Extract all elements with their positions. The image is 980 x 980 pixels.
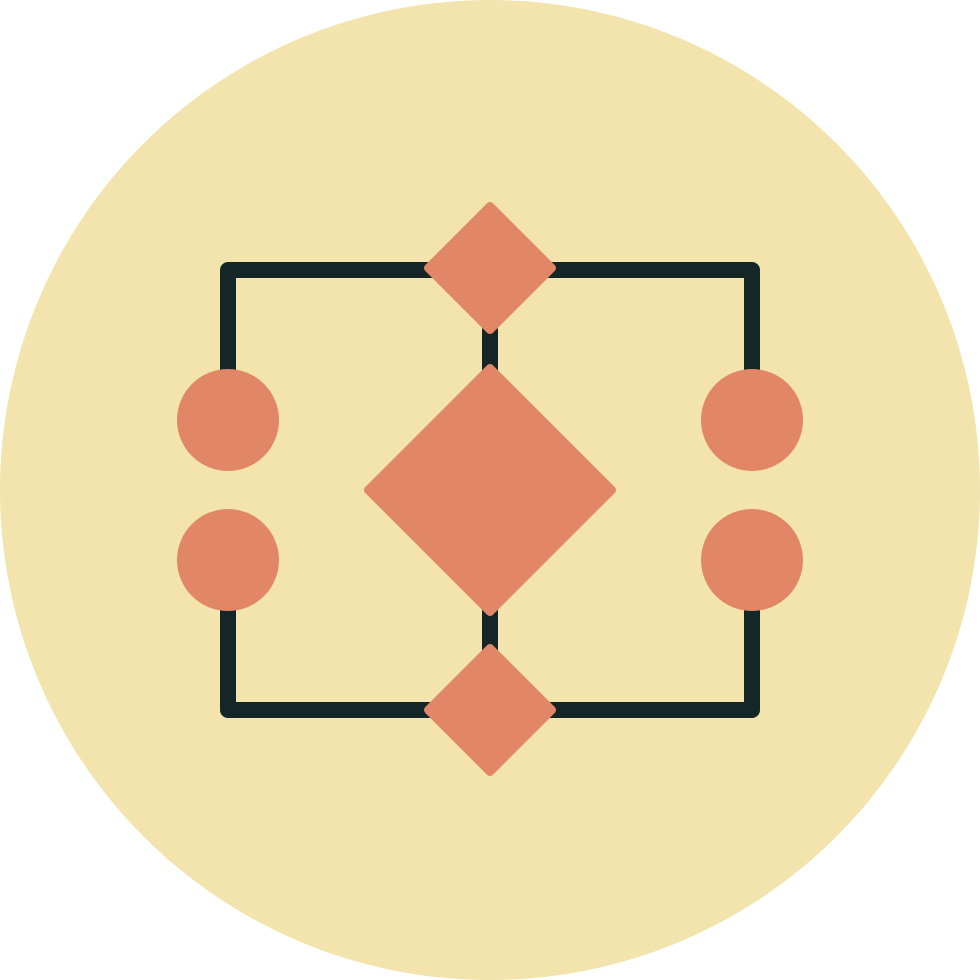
right-upper-node-circle — [701, 369, 803, 471]
left-lower-node-circle — [177, 509, 279, 611]
left-upper-node-circle — [177, 369, 279, 471]
bottom-right-connector — [540, 600, 760, 718]
right-lower-node-circle — [701, 509, 803, 611]
flowchart-shapes — [177, 202, 803, 776]
top-right-connector — [540, 262, 760, 380]
center-decision-diamond — [364, 364, 616, 616]
bottom-decision-diamond — [424, 644, 556, 776]
bottom-left-connector — [220, 600, 440, 718]
top-left-connector — [220, 262, 440, 380]
connector-lines — [220, 262, 760, 718]
top-decision-diamond — [424, 202, 556, 334]
